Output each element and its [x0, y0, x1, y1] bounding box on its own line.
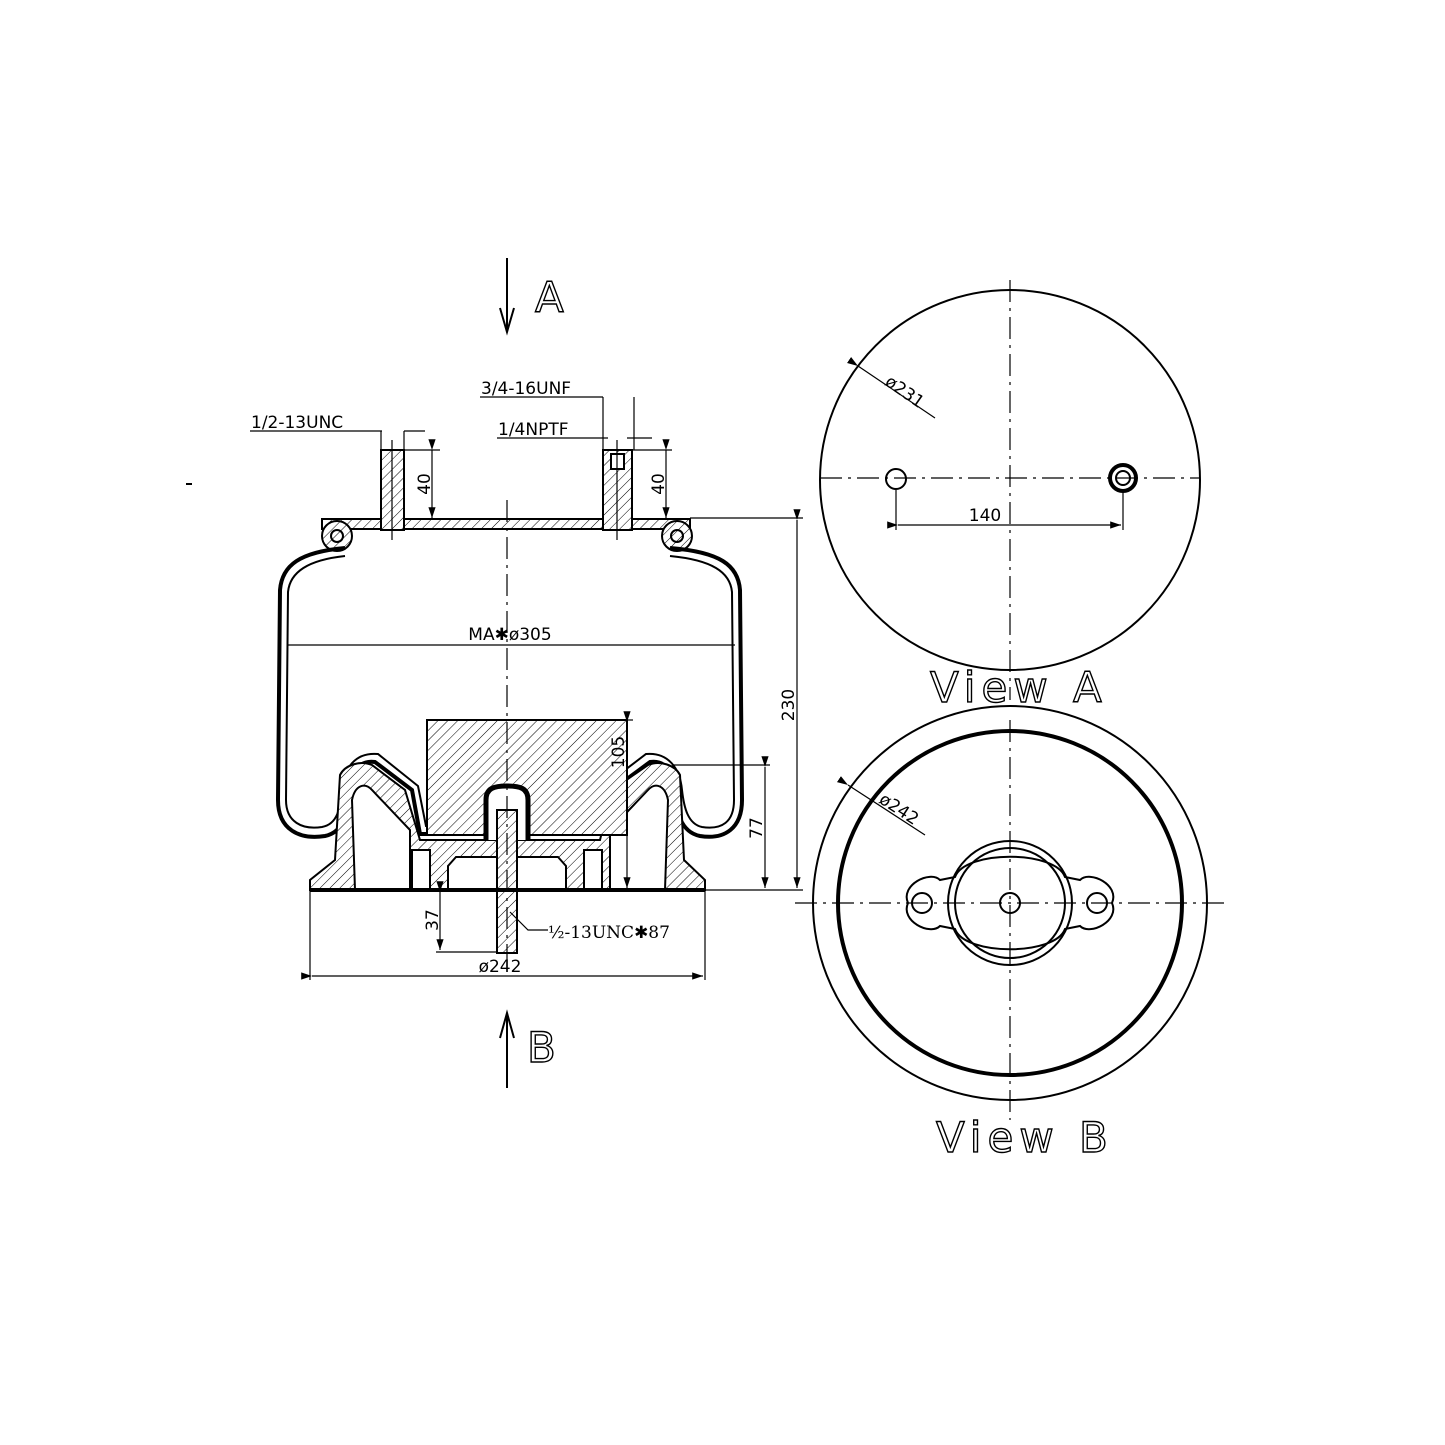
piston-height-label: 105 [609, 736, 629, 768]
air-port-hole [1108, 463, 1138, 493]
section-label-b: B [527, 1023, 562, 1072]
air-fitting-label: 3/4-16UNF [481, 379, 571, 399]
view-a-label: View A [930, 663, 1108, 712]
stud-hole [885, 468, 907, 490]
mount-hole-right [1086, 892, 1108, 914]
view-b-diameter-label: ø242 [875, 789, 922, 829]
base-diameter-label: ø242 [479, 957, 522, 977]
view-a: 140 ø231 View A [819, 280, 1201, 713]
bottom-stud-length-label: 37 [423, 909, 443, 931]
flange-height-label: 77 [747, 817, 767, 839]
section-label-a: A [535, 273, 570, 322]
stud-height-right: 40 [649, 473, 669, 495]
piston-base-plate [905, 855, 1115, 951]
stud-height-left: 40 [415, 473, 435, 495]
upper-stud-label: 1/2-13UNC [251, 413, 343, 433]
view-b-label: View B [936, 1113, 1114, 1162]
section-arrow-b: B [499, 1009, 562, 1088]
mount-hole-left [911, 892, 933, 914]
hole-spacing-label: 140 [969, 506, 1001, 526]
view-a-diameter-label: ø231 [881, 372, 928, 413]
overall-height-label: 230 [779, 689, 799, 721]
center-stud-hole [999, 892, 1021, 914]
top-bead-plate [321, 518, 691, 530]
air-port-label: 1/4NPTF [498, 420, 569, 440]
view-b: ø242 View B [795, 705, 1225, 1163]
bead-roll-left [321, 520, 353, 552]
side-section-view: 1/2-13UNC 3/4-16UNF 1/4NPTF 40 40 MA✱ø30… [250, 379, 803, 980]
max-diameter-label: MA✱ø305 [468, 625, 551, 645]
bottom-stud-label: ½-13UNC✱87 [548, 923, 670, 943]
section-arrow-a: A [499, 258, 570, 336]
bead-roll-right [661, 520, 693, 552]
